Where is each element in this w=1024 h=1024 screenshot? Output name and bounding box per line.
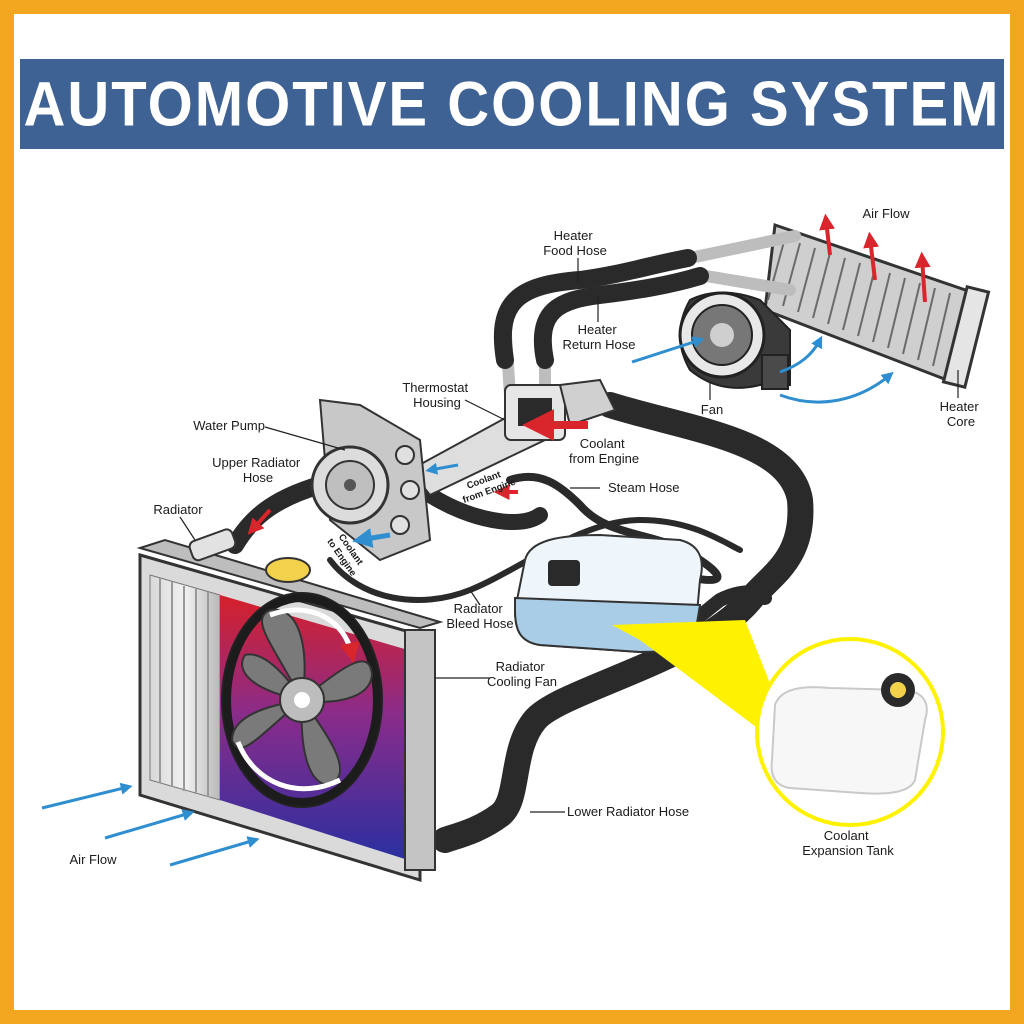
label-fan: Fan bbox=[701, 402, 723, 417]
label-heater-return-hose: Heater Return Hose bbox=[563, 322, 636, 352]
label-lower-radiator-hose: Lower Radiator Hose bbox=[567, 804, 689, 819]
callout-beam bbox=[612, 620, 800, 760]
label-water-pump: Water Pump bbox=[193, 418, 265, 433]
label-upper-radiator-hose: Upper Radiator Hose bbox=[212, 455, 304, 485]
label-coolant-expansion-tank: Coolant Expansion Tank bbox=[802, 828, 894, 858]
white-frame bbox=[14, 14, 1010, 1010]
label-steam-hose: Steam Hose bbox=[608, 480, 680, 495]
heater-core bbox=[763, 222, 991, 390]
radiator-cooling-fan bbox=[221, 592, 383, 808]
label-radiator: Radiator bbox=[153, 502, 203, 517]
label-thermostat-housing: Thermostat Housing bbox=[402, 380, 471, 410]
label-air-flow-top: Air Flow bbox=[863, 206, 911, 221]
label-coolant-from-engine: Coolant from Engine bbox=[569, 436, 639, 466]
blower-fan bbox=[678, 291, 791, 390]
label-radiator-cooling-fan: Radiator Cooling Fan bbox=[487, 659, 557, 689]
expansion-tank-small bbox=[513, 533, 703, 654]
flow-arrows-blue bbox=[41, 335, 894, 867]
water-pump bbox=[310, 398, 432, 562]
flow-arrows-red bbox=[247, 213, 931, 535]
label-radiator-bleed-hose: Radiator Bleed Hose bbox=[446, 601, 513, 631]
page-title: AUTOMOTIVE COOLING SYSTEM bbox=[23, 68, 1001, 140]
leader-lines bbox=[179, 258, 959, 813]
expansion-tank-callout bbox=[755, 637, 945, 827]
label-air-flow-bottom: Air Flow bbox=[70, 852, 118, 867]
label-heater-core: Heater Core bbox=[940, 399, 983, 429]
label-heater-feed-hose: Heater Food Hose bbox=[543, 228, 607, 258]
title-banner: AUTOMOTIVE COOLING SYSTEM bbox=[20, 59, 1004, 149]
